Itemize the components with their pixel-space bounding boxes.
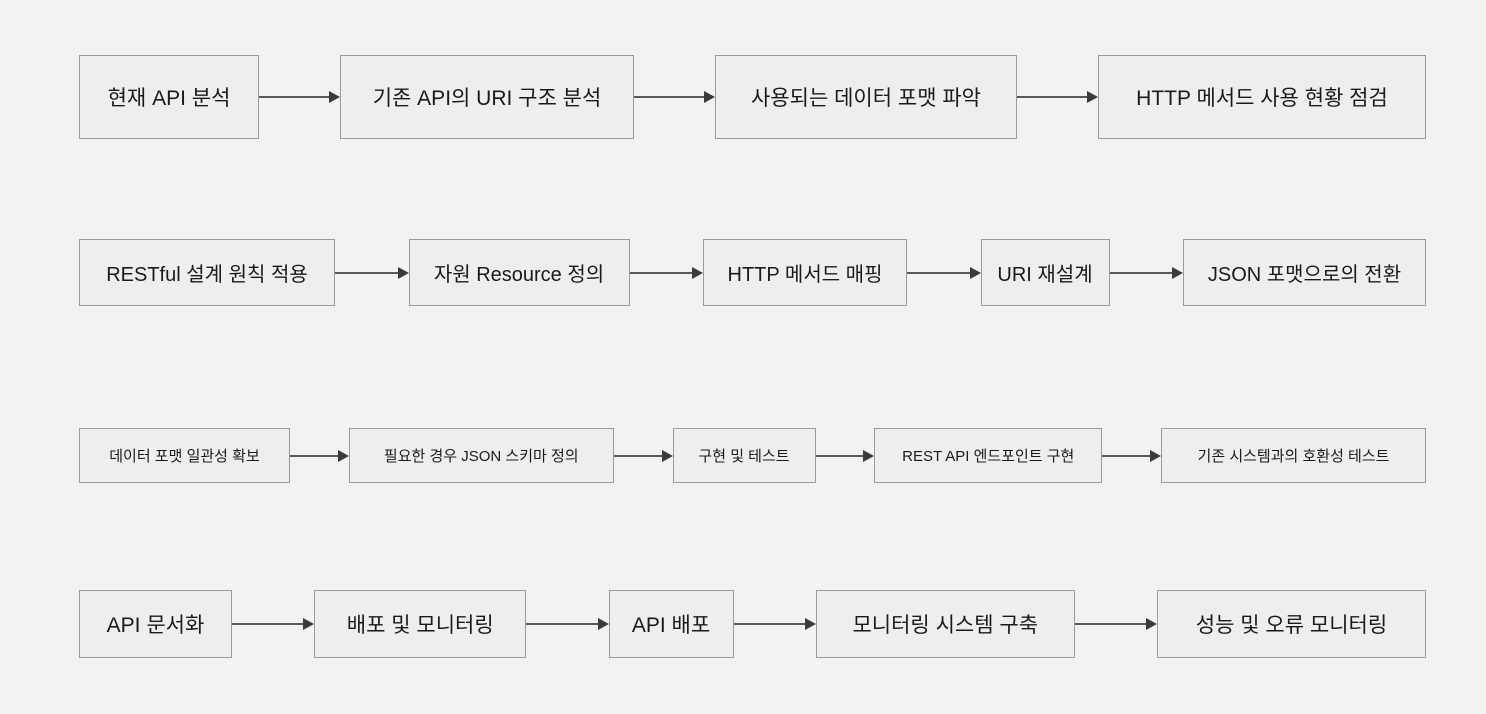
flow-node[interactable]: 배포 및 모니터링 bbox=[314, 590, 527, 658]
flow-row-3: 데이터 포맷 일관성 확보 필요한 경우 JSON 스키마 정의 구현 및 테스… bbox=[79, 428, 1426, 483]
arrow-head-icon bbox=[329, 91, 340, 103]
flow-node[interactable]: URI 재설계 bbox=[980, 239, 1110, 306]
arrow-connector bbox=[907, 266, 981, 279]
arrow-connector bbox=[815, 449, 875, 462]
arrow-connector bbox=[1017, 91, 1098, 103]
arrow-connector bbox=[1102, 449, 1161, 462]
flow-node[interactable]: 필요한 경우 JSON 스키마 정의 bbox=[348, 428, 614, 483]
arrow-head-icon bbox=[337, 449, 349, 462]
arrow-head-icon bbox=[397, 266, 409, 279]
flow-node[interactable]: 성능 및 오류 모니터링 bbox=[1157, 590, 1426, 658]
arrow-connector bbox=[733, 618, 816, 630]
flow-row-2: RESTful 설계 원칙 적용 자원 Resource 정의 HTTP 메서드… bbox=[79, 239, 1426, 306]
arrow-line bbox=[290, 454, 340, 457]
flow-node[interactable]: HTTP 메서드 매핑 bbox=[703, 239, 907, 306]
flow-node[interactable]: 사용되는 데이터 포맷 파악 bbox=[715, 55, 1017, 139]
arrow-connector bbox=[335, 266, 409, 279]
arrow-head-icon bbox=[704, 91, 715, 103]
arrow-head-icon bbox=[1150, 449, 1161, 462]
arrow-connector bbox=[1109, 266, 1183, 279]
flow-node[interactable]: 자원 Resource 정의 bbox=[408, 239, 630, 306]
arrow-line bbox=[1074, 623, 1148, 625]
arrow-head-icon bbox=[804, 618, 816, 630]
arrow-connector bbox=[1074, 618, 1157, 630]
arrow-head-icon bbox=[692, 266, 703, 279]
arrow-line bbox=[232, 623, 306, 625]
arrow-line bbox=[1109, 271, 1174, 274]
arrow-line bbox=[613, 454, 664, 457]
arrow-connector bbox=[259, 91, 340, 103]
arrow-line bbox=[1102, 454, 1152, 457]
flow-node[interactable]: REST API 엔드포인트 구현 bbox=[874, 428, 1103, 483]
arrow-line bbox=[733, 623, 807, 625]
arrow-head-icon bbox=[303, 618, 315, 630]
arrow-line bbox=[1017, 96, 1089, 98]
arrow-head-icon bbox=[1146, 618, 1157, 630]
arrow-connector bbox=[290, 449, 349, 462]
arrow-head-icon bbox=[969, 266, 981, 279]
arrow-head-icon bbox=[1087, 91, 1098, 103]
flow-node[interactable]: 구현 및 테스트 bbox=[672, 428, 816, 483]
flow-node[interactable]: 모니터링 시스템 구축 bbox=[815, 590, 1075, 658]
arrow-head-icon bbox=[863, 449, 875, 462]
flow-row-1: 현재 API 분석 기존 API의 URI 구조 분석 사용되는 데이터 포맷 … bbox=[79, 55, 1426, 139]
arrow-line bbox=[259, 96, 331, 98]
arrow-line bbox=[629, 271, 694, 274]
flow-node[interactable]: 현재 API 분석 bbox=[79, 55, 259, 139]
flow-node[interactable]: 기존 시스템과의 호환성 테스트 bbox=[1161, 428, 1426, 483]
arrow-head-icon bbox=[597, 618, 609, 630]
arrow-line bbox=[335, 271, 400, 274]
arrow-connector bbox=[629, 266, 703, 279]
flow-node[interactable]: JSON 포맷으로의 전환 bbox=[1183, 239, 1426, 306]
arrow-connector bbox=[232, 618, 315, 630]
flow-node[interactable]: RESTful 설계 원칙 적용 bbox=[79, 239, 335, 306]
arrow-line bbox=[526, 623, 600, 625]
flow-node[interactable]: API 배포 bbox=[608, 590, 734, 658]
arrow-head-icon bbox=[1172, 266, 1183, 279]
arrow-line bbox=[815, 454, 866, 457]
arrow-line bbox=[634, 96, 706, 98]
arrow-connector bbox=[613, 449, 673, 462]
arrow-head-icon bbox=[661, 449, 673, 462]
arrow-line bbox=[907, 271, 972, 274]
arrow-connector bbox=[526, 618, 609, 630]
flow-node[interactable]: API 문서화 bbox=[79, 590, 232, 658]
flow-row-4: API 문서화 배포 및 모니터링 API 배포 모니터링 시스템 구축 성능 … bbox=[79, 590, 1426, 658]
flow-node[interactable]: 기존 API의 URI 구조 분석 bbox=[340, 55, 634, 139]
flow-node[interactable]: HTTP 메서드 사용 현황 점검 bbox=[1098, 55, 1426, 139]
flow-node[interactable]: 데이터 포맷 일관성 확보 bbox=[79, 428, 290, 483]
arrow-connector bbox=[634, 91, 715, 103]
